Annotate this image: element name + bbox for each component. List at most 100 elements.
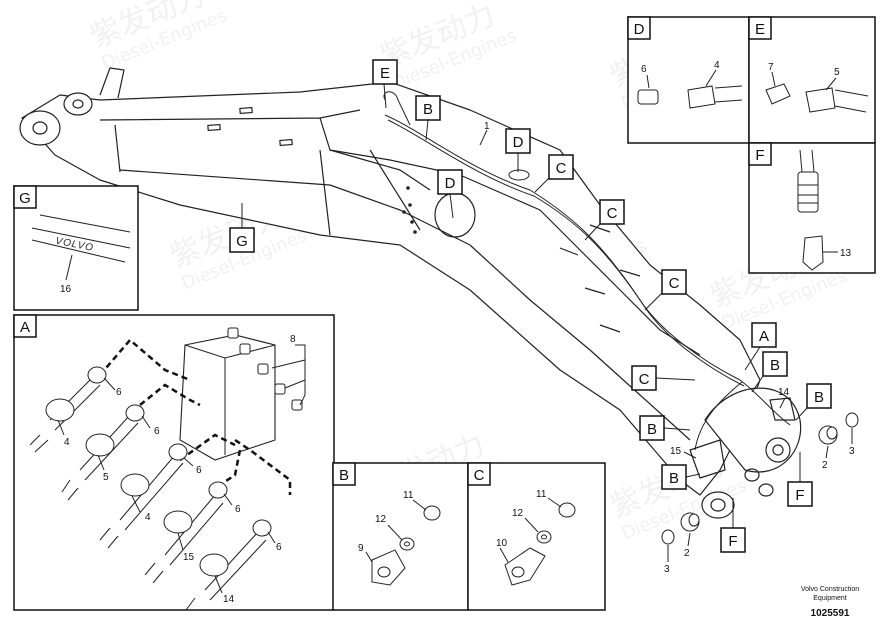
washer-12-c-hole [541,534,547,540]
callout-c1: C [556,160,567,177]
manifold-fittings [227,327,303,411]
boom-foot-boss-2 [63,92,93,116]
callout-g-box [229,227,255,253]
box-b-letter: B [339,467,349,484]
box-a-leaders [57,377,276,594]
detail-box-f: F 13 [748,142,876,274]
boom-foot-boss [19,110,61,146]
boom-nose-pin-upper-hole [772,444,784,456]
leader-8 [295,344,306,406]
part-1: 1 [484,121,490,132]
part-2-right: 2 [822,460,828,471]
callout-b4: B [647,421,657,438]
hose-run-1 [384,114,741,381]
callout-g: G [236,233,248,250]
hose-f [799,149,815,173]
callout-c2-box [599,199,625,225]
boom-bolt-holes [402,186,417,234]
boom-side-plate [114,124,431,236]
part-5-e: 5 [834,67,840,78]
box-b-frame [332,462,469,611]
box-b-leaders [365,499,427,563]
part-4-a1: 4 [64,437,70,448]
boom-right-plates [559,224,641,333]
callout-b5: B [669,470,679,487]
callout-d-top-box [505,128,531,154]
part-10: 10 [496,538,508,549]
callout-d-center-box [437,169,463,195]
hose-assemblies [29,366,272,611]
hose-run-4 [694,381,743,451]
boom-foot-pin [32,121,48,135]
callout-b-top-box [415,95,441,121]
screw-11-b [423,505,441,521]
callout-b2: B [770,357,780,374]
detail-box-g: G VOLVO 16 [13,185,139,311]
callout-b3-box [806,383,832,409]
hose-run-3 [739,379,791,426]
circlip-3-left [661,529,675,545]
part-13-f: 13 [840,248,852,259]
callout-b3: B [814,389,824,406]
part-12-b: 12 [375,514,387,525]
hose-5-e [805,87,869,113]
part-4-d: 4 [714,60,720,71]
boom-pad-1 [207,123,221,132]
footer-maker-1: Volvo Construction [801,586,859,593]
part-6-d: 6 [641,64,647,75]
callout-f1: F [795,487,804,504]
callout-a: A [759,328,769,345]
box-d-tag [627,16,651,40]
callout-c2: C [607,205,618,222]
hose-clamp-d [508,169,530,181]
box-b-tag [332,462,356,486]
fitting-f [797,171,819,213]
part-6-a5: 6 [276,542,282,553]
clamp-10-hole [511,566,525,578]
box-e-letter: E [755,21,765,38]
box-c-tag [467,462,491,486]
boom-pad-3 [279,138,293,147]
boom-nose-pin-lower-hole [710,498,726,512]
callout-e-box [372,59,398,85]
callout-a-box [751,322,777,348]
callout-f2: F [728,533,737,550]
hose-loop-e [383,91,411,126]
detail-box-e: E 7 5 [748,16,876,144]
callout-c3-box [661,269,687,295]
part-14-main: 14 [778,387,790,398]
callout-d-center: D [445,175,456,192]
fitting-f-ridges [798,184,818,204]
boom-spacer-a [744,468,760,482]
manifold-block [179,334,276,461]
callout-c1-box [548,154,574,180]
part-6-a4: 6 [235,504,241,515]
box-e-tag [748,16,772,40]
callout-c3: C [669,275,680,292]
elbow-13-f [802,235,824,271]
boom-nose-bracket [689,397,796,479]
part-7-e: 7 [768,62,774,73]
boom-foot-pin-2 [72,99,84,109]
boom-nose-pin-lower [701,491,735,519]
hose-run-2 [387,119,745,387]
callout-c4-box [631,365,657,391]
washer-12-b-hole [404,541,410,547]
pin-leaders [667,428,853,562]
boom-pad-2 [239,106,253,115]
detail-box-a: A 8 [13,314,335,611]
box-c-leaders [499,497,562,563]
part-15-a1: 15 [183,552,195,563]
box-f-letter: F [755,147,764,164]
bushing-2-right-inner [826,426,838,440]
boom-hoses [383,91,791,451]
hose-4-d [687,85,743,109]
circlip-3-right [845,412,859,428]
leader-4-d [705,69,717,87]
box-a-tag [13,314,37,338]
leader-7-e [771,71,776,87]
callout-b4-box [639,415,665,441]
part-6-a1: 6 [116,387,122,398]
callout-e: E [380,65,390,82]
